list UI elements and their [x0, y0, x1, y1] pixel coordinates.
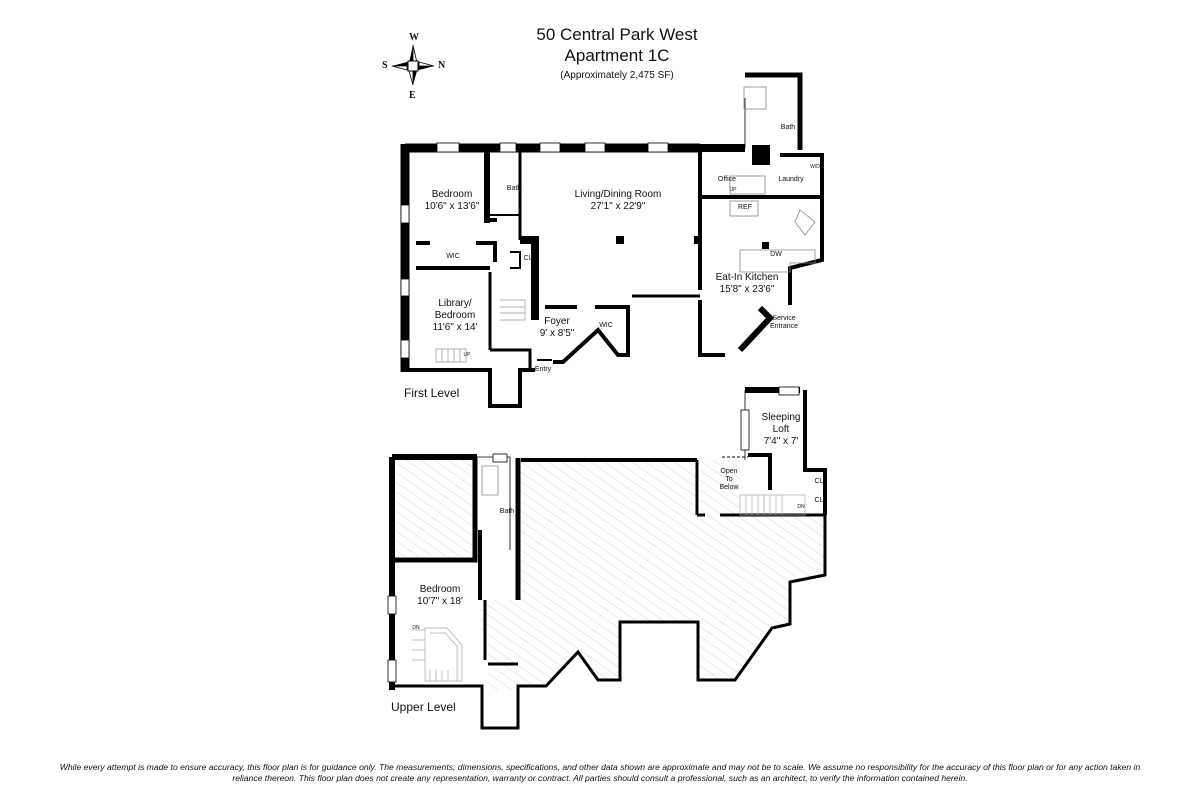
label-entrance: Entrance — [769, 323, 799, 330]
page-title: 50 Central Park West — [536, 25, 698, 44]
label-cl-upper-1: CL — [814, 478, 824, 485]
room-library-bedroom: Library/ Bedroom 11'6" x 14' — [433, 298, 478, 334]
room-dims: 15'8" x 23'6" — [719, 284, 775, 295]
upper-level-plan — [387, 386, 827, 730]
compass-south: S — [382, 60, 388, 71]
upper-level-label: Upper Level — [391, 700, 456, 714]
label-bath-1: Bath — [506, 185, 522, 192]
room-living-dining: Living/Dining Room 27'1" x 22'9" — [575, 189, 662, 213]
label-ref: REF — [738, 204, 752, 211]
room-name: Library/ — [438, 298, 472, 309]
room-name: Foyer — [544, 316, 570, 327]
label-open-to-below: Open To Below — [719, 468, 738, 492]
page-subtitle-apartment: Apartment 1C — [564, 46, 670, 65]
label-below: Below — [719, 484, 739, 491]
first-level-plan — [400, 72, 824, 408]
room-dims: 10'7" x 18' — [417, 596, 463, 607]
room-name: Eat-In Kitchen — [715, 272, 779, 283]
label-to: To — [725, 476, 733, 483]
compass-west: W — [409, 32, 419, 43]
label-entry: Entry — [534, 366, 552, 373]
room-dims: 11'6" x 14' — [432, 322, 478, 333]
disclaimer-line-2: reliance thereon. This floor plan does n… — [232, 773, 968, 783]
room-name-2: Loft — [772, 424, 790, 435]
label-wic-2: WIC — [599, 322, 613, 329]
room-eat-in-kitchen: Eat-In Kitchen 15'8" x 23'6" — [716, 272, 779, 296]
room-name: Bedroom — [419, 584, 461, 595]
room-name: Bedroom — [431, 189, 473, 200]
label-open: Open — [720, 468, 738, 475]
label-bath-upper: Bath — [499, 508, 515, 515]
label-dn-1: DN — [412, 625, 420, 631]
disclaimer: While every attempt is made to ensure ac… — [20, 762, 1180, 784]
room-sleeping-loft: Sleeping Loft 7'4" x 7' — [762, 412, 801, 448]
label-dw: DW — [770, 251, 782, 258]
label-wic-1: WIC — [446, 253, 460, 260]
room-foyer: Foyer 9' x 8'5" — [540, 316, 575, 340]
label-laundry: Laundry — [778, 176, 804, 183]
compass-east: E — [409, 90, 416, 101]
label-dn-2: DN — [797, 504, 805, 510]
room-dims: 10'6" x 13'6" — [424, 201, 480, 212]
room-dims: 9' x 8'5" — [539, 328, 575, 339]
label-up-2: UP — [729, 187, 737, 193]
label-office: Office — [717, 176, 737, 183]
label-cl-upper-2: CL — [814, 497, 824, 504]
room-bedroom-upper: Bedroom 10'7" x 18' — [417, 584, 463, 608]
room-bedroom-1: Bedroom 10'6" x 13'6" — [425, 189, 480, 213]
disclaimer-line-1: While every attempt is made to ensure ac… — [59, 762, 1141, 772]
room-dims: 7'4" x 7' — [763, 436, 799, 447]
room-name: Living/Dining Room — [574, 189, 662, 200]
compass-north: N — [438, 60, 446, 71]
label-up-1: UP — [463, 352, 471, 358]
label-service: Service — [772, 315, 796, 322]
label-service-entrance: Service Entrance — [770, 315, 798, 331]
room-name: Sleeping — [761, 412, 801, 423]
first-level-label: First Level — [404, 386, 460, 400]
room-name-2: Bedroom — [434, 310, 476, 321]
compass-icon — [391, 44, 435, 86]
square-footage: (Approximately 2,475 SF) — [560, 70, 674, 81]
label-cl-1: CL — [523, 255, 533, 262]
room-dims: 27'1" x 22'9" — [590, 201, 646, 212]
label-wd: W/D — [810, 164, 820, 170]
label-bath-2: Bath — [780, 124, 796, 131]
